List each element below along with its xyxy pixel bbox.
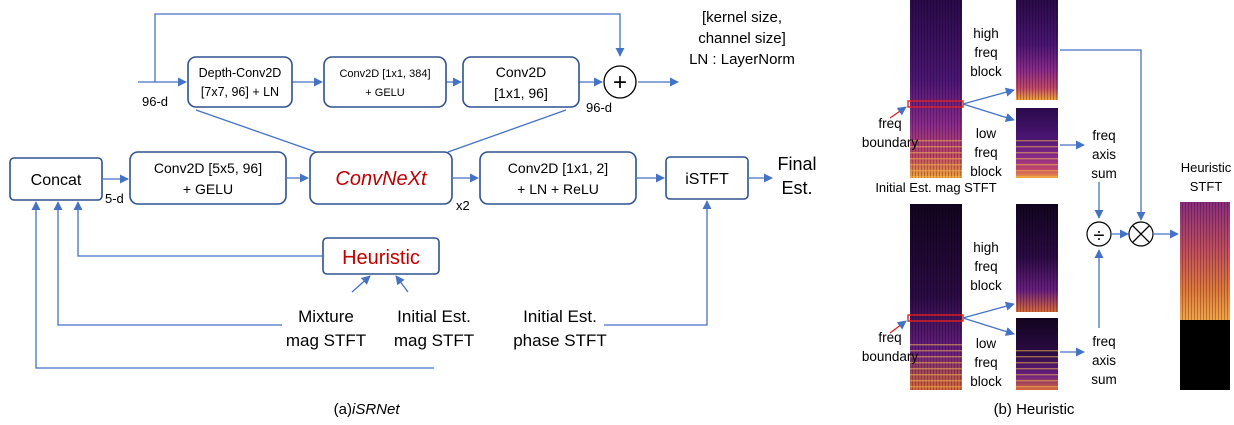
depth-conv-label-2: [7x7, 96] + LN [201,85,279,99]
axis-sum-bottom-1: freq [1092,334,1115,349]
isrnet-panel: Depth-Conv2D [7x7, 96] + LN Conv2D [1x1,… [9,9,817,418]
conv-out-label-2: + LN + ReLU [517,181,599,197]
label-5d: 5-d [105,191,124,206]
axis-sum-bottom-3: sum [1091,372,1117,387]
conv-384-label-2: + GELU [365,87,404,99]
add-symbol: + [613,69,627,96]
high-block-top-2: freq [974,45,997,60]
conv-96-label-2: [1x1, 96] [494,85,548,101]
final-est-line-1: Final [777,154,816,174]
axis-sum-bottom-2: axis [1092,353,1116,368]
phase-to-istft [604,200,712,326]
high-block-bottom-3: block [970,278,1002,293]
caption-b: (b) Heuristic [994,401,1075,418]
freq-boundary-top-1: freq [878,116,901,131]
conv-in-label-1: Conv2D [5x5, 96] [154,160,262,176]
conv-384-label-1: Conv2D [1x1, 384] [339,68,430,80]
low-block-top [1016,108,1058,178]
initial-est-label: Initial Est. mag STFT [875,180,996,195]
heuristic-stft-title-2: STFT [1190,179,1223,194]
legend-line-1: [kernel size, [702,9,782,26]
heuristic-stft-image [1180,202,1230,390]
low-block-top-1: low [976,126,997,141]
freq-boundary-bottom-2: boundary [862,349,919,364]
label-96d-out: 96-d [586,100,612,115]
depth-conv-box [187,56,293,108]
axis-sum-top-1: freq [1092,128,1115,143]
initial-phase-label-2: phase STFT [513,331,607,350]
label-96d-in: 96-d [142,94,168,109]
conv-96-box [462,56,580,108]
low-block-top-2: freq [974,145,997,160]
conv-in-label-2: + GELU [183,181,233,197]
axis-sum-top-2: axis [1092,147,1116,162]
high-block-to-multiply [1060,49,1146,221]
depth-conv-label-1: Depth-Conv2D [199,66,282,80]
heuristic-label: Heuristic [342,247,420,269]
low-block-bottom [1016,318,1058,390]
divide-symbol: ÷ [1094,225,1105,247]
freq-boundary-top-2: boundary [862,135,919,150]
expand-line-left [195,109,317,153]
high-block-top-1: high [973,26,999,41]
high-block-bottom-2: freq [974,259,997,274]
legend-line-2: channel size] [698,30,786,47]
initial-mag-label-2: mag STFT [394,331,474,350]
convnext-label: ConvNeXt [335,168,428,190]
initial-mag-label-1: Initial Est. [397,307,471,326]
axis-sum-top-3: sum [1091,166,1117,181]
heuristic-panel: freq boundary high freq block low freq b… [862,0,1232,418]
low-block-bottom-2: freq [974,355,997,370]
heuristic-stft-title-1: Heuristic [1181,160,1232,175]
conv-96-label-1: Conv2D [496,64,547,80]
conv-384-box [323,56,447,108]
spectrogram-mixture-bottom [910,204,962,390]
mixture-label-2: mag STFT [286,331,366,350]
concat-label: Concat [31,172,82,189]
legend-line-3: LN : LayerNorm [689,51,795,68]
expand-line-right [447,109,567,153]
freq-boundary-bottom-1: freq [878,330,901,345]
heuristic-to-concat [73,201,323,257]
conv-out-label-1: Conv2D [1x1, 2] [508,160,608,176]
mixture-to-concat [53,201,282,326]
istft-label: iSTFT [685,171,729,188]
mixture-label-1: Mixture [298,307,354,326]
residual-line [154,13,625,82]
low-block-bottom-1: low [976,336,997,351]
label-x2: x2 [456,198,470,213]
high-block-top-3: block [970,64,1002,79]
initial-phase-label-1: Initial Est. [523,307,597,326]
spectrogram-initial-top [910,0,962,178]
caption-a-name: iSRNet [352,401,400,418]
low-block-top-3: block [970,164,1002,179]
phase-to-concat [31,201,434,369]
low-block-bottom-3: block [970,374,1002,389]
high-block-bottom-1: high [973,240,999,255]
caption-a-prefix: (a) [334,401,352,418]
final-est-line-2: Est. [781,178,812,198]
add-node [603,65,637,99]
